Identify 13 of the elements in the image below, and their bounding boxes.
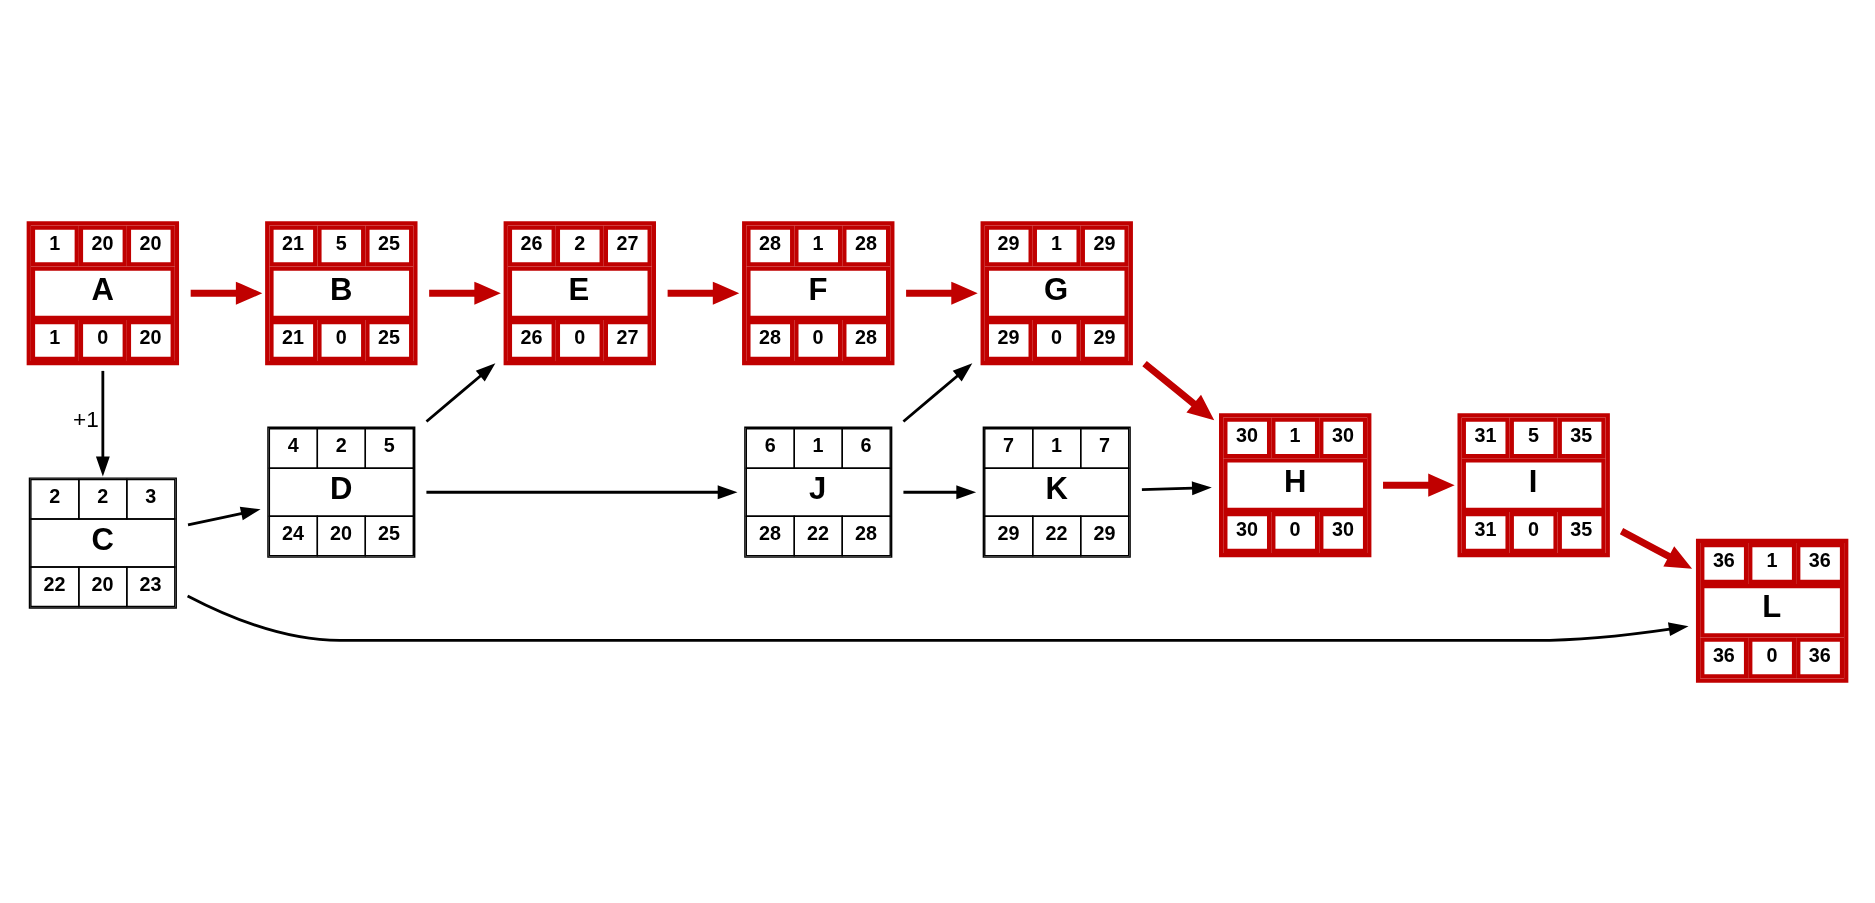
arrow (1141, 480, 1212, 495)
arrow (425, 362, 496, 423)
arrow (186, 594, 1689, 642)
arrow (903, 484, 977, 499)
arrow (1619, 527, 1693, 569)
arrow (187, 506, 261, 526)
edge-label: +1 (73, 406, 99, 432)
arrow (902, 362, 973, 423)
arrow (95, 370, 110, 476)
arrow (190, 281, 263, 305)
arrow (667, 281, 740, 305)
arrow (1142, 360, 1215, 420)
arrow (426, 484, 738, 499)
